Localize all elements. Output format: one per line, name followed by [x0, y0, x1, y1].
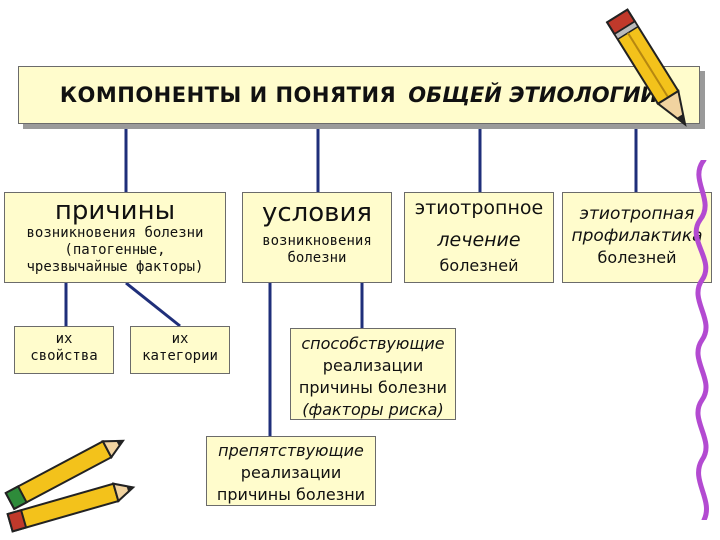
promoting-line1: способствующие — [301, 334, 445, 353]
conditions-heading: условия — [261, 198, 373, 228]
pencils-icon — [4, 439, 136, 533]
causes-line2: (патогенные, — [64, 242, 166, 258]
prevention-line2: профилактика — [571, 226, 703, 246]
conditions-line1: возникновения — [262, 233, 372, 249]
prevention-box: этиотропная профилактика болезней — [562, 192, 712, 283]
hindering-box: препятствующие реализации причины болезн… — [206, 436, 376, 506]
causes-box: причины возникновения болезни (патогенны… — [4, 192, 226, 283]
hindering-line2: реализации — [240, 463, 342, 482]
line-causes-categories — [125, 281, 181, 328]
promoting-box: способствующие реализации причины болезн… — [290, 328, 456, 420]
hindering-line3: причины болезни — [216, 485, 366, 504]
conditions-line2: болезни — [287, 250, 347, 266]
title-part2: ОБЩЕЙ ЭТИОЛОГИИ — [408, 83, 659, 107]
prevention-line1: этиотропная — [579, 204, 695, 224]
promoting-line3: причины болезни — [298, 378, 448, 397]
categories-line1: их — [171, 331, 189, 347]
treatment-line3: болезней — [439, 256, 519, 275]
causes-line1: возникновения болезни — [26, 225, 204, 241]
title-box: КОМПОНЕНТЫ И ПОНЯТИЯ ОБЩЕЙ ЭТИОЛОГИИ — [18, 66, 700, 124]
prevention-line3: болезней — [597, 248, 677, 267]
pencil-icon — [605, 8, 687, 127]
promoting-line2: реализации — [322, 356, 424, 375]
conditions-box: условия возникновения болезни — [242, 192, 392, 283]
treatment-box: этиотропное лечение болезней — [404, 192, 554, 283]
squiggle-decoration — [693, 160, 709, 520]
promoting-line4: (факторы риска) — [302, 400, 444, 419]
hindering-line1: препятствующие — [218, 441, 364, 460]
categories-box: их категории — [130, 326, 230, 374]
properties-line2: свойства — [30, 348, 98, 364]
causes-heading: причины — [54, 196, 176, 226]
categories-line2: категории — [142, 348, 218, 364]
properties-box: их свойства — [14, 326, 114, 374]
causes-line3: чрезвычайные факторы) — [26, 259, 204, 275]
treatment-line2: лечение — [437, 229, 521, 251]
properties-line1: их — [55, 331, 73, 347]
treatment-line1: этиотропное — [414, 197, 544, 219]
title-part1: КОМПОНЕНТЫ И ПОНЯТИЯ — [59, 83, 397, 107]
